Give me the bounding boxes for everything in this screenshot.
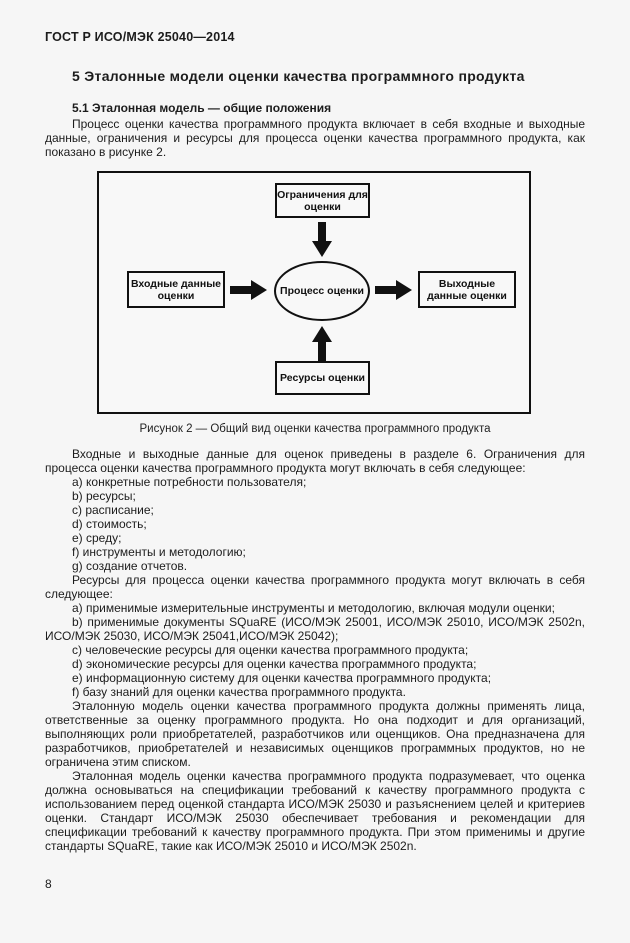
paragraph-closing-1: Эталонную модель оценки качества програм… (45, 699, 585, 769)
list-item-constraint-a: a) конкретные потребности пользователя; (72, 475, 307, 489)
node-evaluation-outputs: Выходные данные оценки (418, 271, 516, 308)
node-label: Выходные данные оценки (427, 277, 507, 302)
list-item-resource-d: d) экономические ресурсы для оценки каче… (72, 657, 477, 671)
paragraph-resources-intro: Ресурсы для процесса оценки качества про… (45, 573, 585, 601)
list-item-resource-b: b) применимые документы SQuaRE (ИСО/МЭК … (45, 615, 585, 643)
doc-header: ГОСТ Р ИСО/МЭК 25040—2014 (45, 30, 235, 44)
figure-2: Ограничения для оценки Входные данные оц… (45, 171, 585, 435)
node-constraints-for-evaluation: Ограничения для оценки (275, 183, 370, 218)
list-item-resource-c: c) человеческие ресурсы для оценки качес… (72, 643, 469, 657)
list-item-constraint-f: f) инструменты и методологию; (72, 545, 246, 559)
list-item-resource-a: a) применимые измерительные инструменты … (72, 601, 555, 615)
page-number: 8 (45, 877, 52, 891)
list-item-resource-e: e) информационную систему для оценки кач… (72, 671, 492, 685)
figure-frame: Ограничения для оценки Входные данные оц… (97, 171, 531, 414)
list-item-constraint-g: g) создание отчетов. (72, 559, 188, 573)
node-evaluation-process: Процесс оценки (274, 261, 370, 321)
node-label: Ограничения для оценки (277, 188, 368, 213)
paragraph-intro: Процесс оценки качества программного про… (45, 117, 585, 159)
section-title: 5 Эталонные модели оценки качества прогр… (72, 68, 525, 84)
node-evaluation-resources: Ресурсы оценки (275, 361, 370, 395)
node-label: Процесс оценки (280, 285, 364, 297)
paragraph-closing-2: Эталонная модель оценки качества програм… (45, 769, 585, 853)
arrow-down-icon (311, 222, 333, 263)
arrow-right-icon (230, 279, 268, 306)
paragraph-io-intro: Входные и выходные данные для оценок при… (45, 447, 585, 475)
list-item-constraint-e: e) среду; (72, 531, 122, 545)
list-item-constraint-d: d) стоимость; (72, 517, 147, 531)
arrow-right-icon (375, 279, 413, 306)
figure-caption: Рисунок 2 — Общий вид оценки качества пр… (139, 423, 491, 435)
list-item-constraint-c: c) расписание; (72, 503, 154, 517)
arrow-up-icon (311, 325, 333, 366)
subsection-title: 5.1 Эталонная модель — общие положения (72, 101, 332, 115)
node-evaluation-inputs: Входные данные оценки (127, 271, 225, 308)
list-item-constraint-b: b) ресурсы; (72, 489, 136, 503)
node-label: Входные данные оценки (130, 277, 222, 302)
node-label: Ресурсы оценки (280, 372, 365, 384)
list-item-resource-f: f) базу знаний для оценки качества прогр… (72, 685, 406, 699)
